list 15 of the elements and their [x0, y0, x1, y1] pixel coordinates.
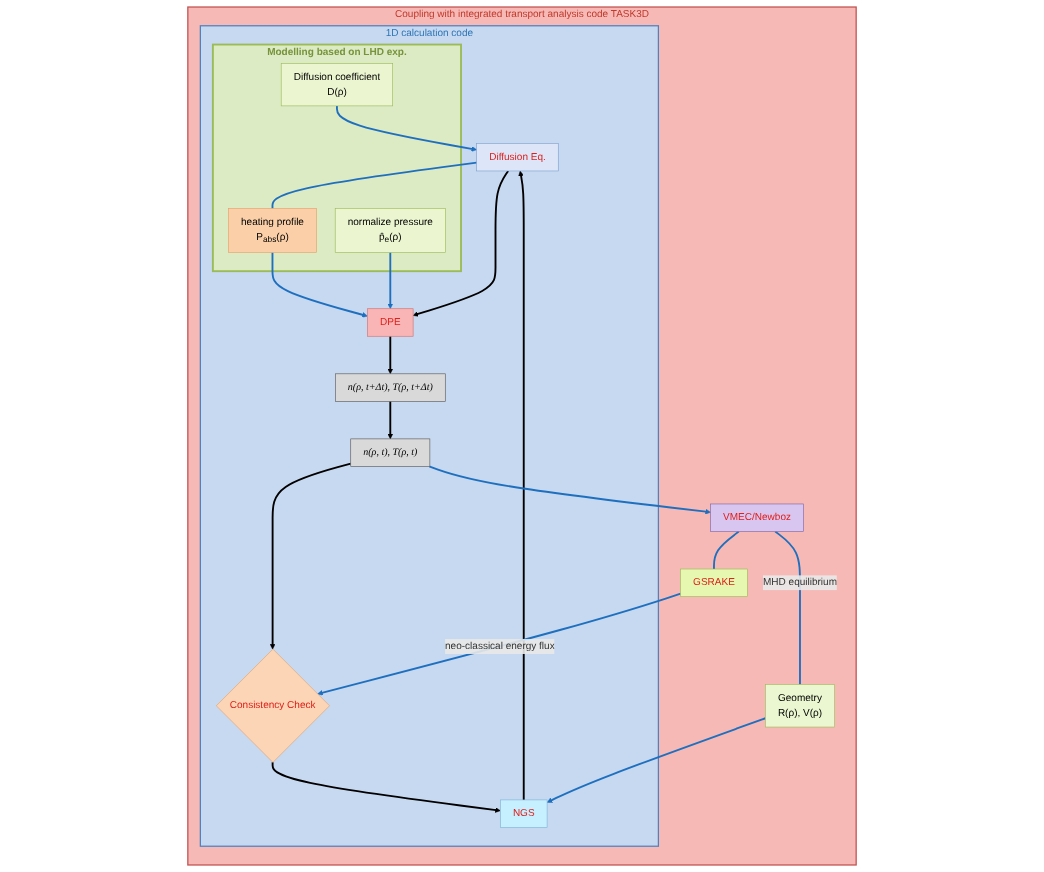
arrow — [412, 170, 510, 317]
arrow — [271, 761, 501, 813]
arrow — [428, 465, 711, 515]
arrow — [387, 335, 394, 375]
arrow — [387, 251, 394, 309]
connector — [774, 530, 801, 686]
arrow — [546, 717, 767, 803]
arrow — [336, 104, 477, 152]
arrow — [317, 592, 682, 696]
arrow — [387, 400, 394, 440]
connector — [271, 161, 478, 210]
arrow — [271, 251, 368, 318]
connector — [713, 530, 740, 570]
arrow — [518, 170, 525, 801]
arrow — [269, 462, 352, 650]
